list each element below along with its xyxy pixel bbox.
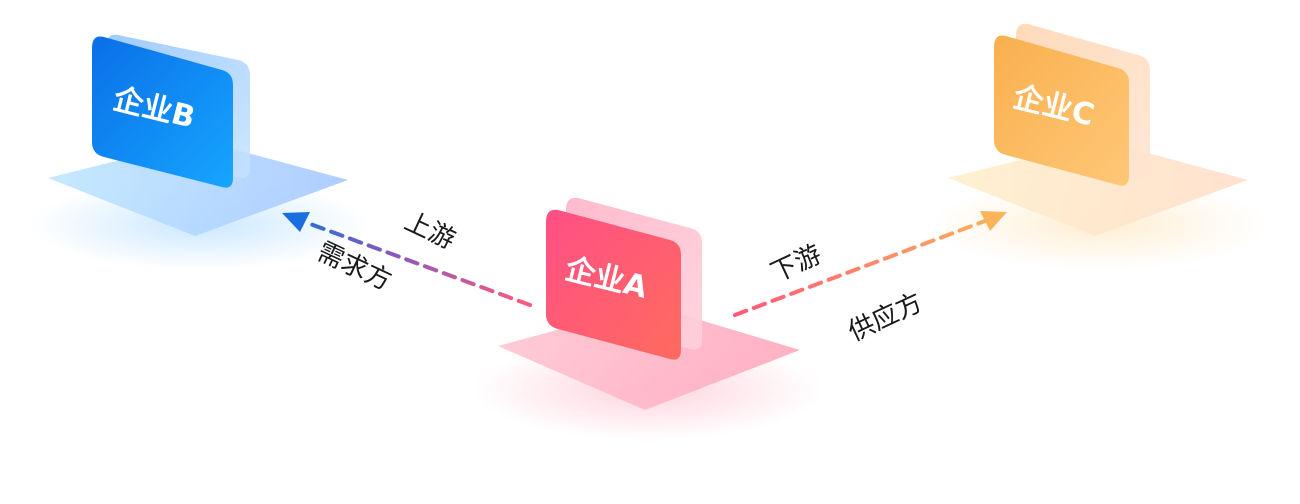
node-a: 企业A [473,197,823,440]
downstream-role-label: 供应方 [844,288,927,348]
node-c: 企业C [930,23,1270,270]
upstream-role-label: 需求方 [313,237,396,297]
node-c-card [994,35,1129,186]
downstream-arrow-line [733,219,987,317]
node-c-platform [948,140,1248,236]
upstream-arrow [282,212,532,307]
node-a-card [546,209,681,360]
upstream-label: 上游 [400,206,460,255]
node-b: 企业B [30,34,370,270]
upstream-arrow-line [303,220,532,307]
downstream-arrow [733,211,1007,317]
downstream-label: 下游 [766,240,826,289]
node-b-card [92,36,233,188]
downstream-arrow-head [980,211,1007,231]
upstream-arrow-head [282,212,310,232]
node-b-platform [48,140,348,236]
